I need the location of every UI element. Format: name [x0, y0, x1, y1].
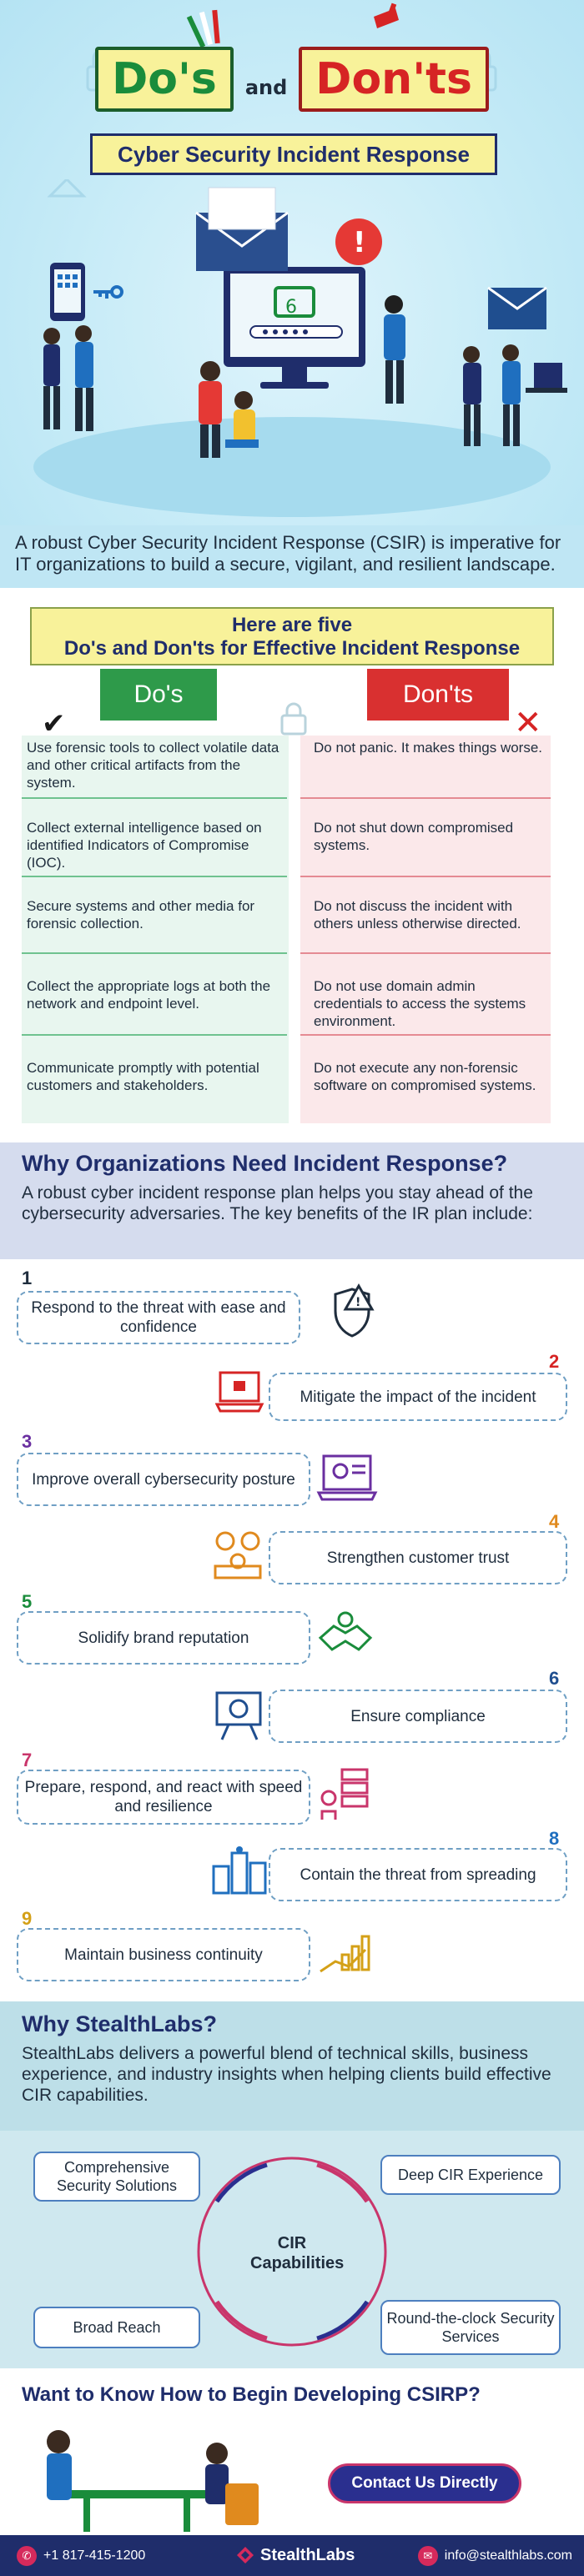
phone-number: +1 817-415-1200: [43, 2548, 146, 2563]
benefit-box: Mitigate the impact of the incident: [269, 1373, 567, 1421]
footer-phone[interactable]: ✆ +1 817-415-1200: [17, 2545, 145, 2567]
checkmark-icon: ✔: [42, 708, 66, 740]
footer: ✆ +1 817-415-1200 StealthLabs ✉ info@ste…: [0, 2535, 584, 2576]
benefit-box: Respond to the threat with ease and conf…: [17, 1291, 300, 1344]
capability-box: Round-the-clock Security Services: [380, 2300, 561, 2355]
donts-item: Do not use domain admin credentials to a…: [300, 974, 551, 1036]
why-sl-title: Why StealthLabs?: [22, 2011, 218, 2036]
email-address: info@stealthlabs.com: [444, 2548, 572, 2563]
why-incident-response-section: Why Organizations Need Incident Response…: [0, 1142, 584, 1993]
benefit-box: Maintain business continuity: [17, 1928, 310, 1981]
five-heading-line1: Here are five: [231, 614, 353, 636]
handshake-icon: [318, 1611, 373, 1651]
why-ir-title: Why Organizations Need Incident Response…: [22, 1151, 508, 1176]
donts-list: Do not panic. It makes things worse. Do …: [300, 736, 551, 1123]
dos-header: Do's: [100, 669, 217, 721]
five-tips-heading: Here are five Do's and Don'ts for Effect…: [30, 607, 554, 665]
why-sl-description: StealthLabs delivers a powerful blend of…: [22, 2044, 551, 2105]
hero-illustration: 6 !: [33, 179, 567, 517]
svg-text:!: !: [353, 226, 366, 259]
hero-section: Do's and Don'ts Cyber Security Incident …: [0, 0, 584, 525]
logo-text: StealthLabs: [260, 2545, 355, 2564]
dos-item: Use forensic tools to collect volatile d…: [22, 736, 287, 799]
benefit-number: 5: [22, 1591, 33, 1612]
capability-box: Deep CIR Experience: [380, 2155, 561, 2195]
five-heading-line2: Do's and Don'ts for Effective Incident R…: [63, 637, 521, 660]
benefit-box: Contain the threat from spreading: [269, 1848, 567, 1901]
dos-item: Collect external intelligence based on i…: [22, 816, 287, 877]
security-profile-icon: [316, 1454, 378, 1501]
business-growth-icon: [320, 1935, 370, 1973]
lock-icon: [280, 702, 307, 736]
dos-title: Do's: [95, 47, 234, 112]
benefit-box: Strengthen customer trust: [269, 1531, 567, 1584]
donts-item: Do not execute any non-forensic software…: [314, 1060, 536, 1093]
donts-header: Don'ts: [367, 669, 509, 721]
capability-box: Broad Reach: [33, 2307, 200, 2348]
why-ir-header-band: [0, 1142, 584, 1259]
dos-item: Secure systems and other media for foren…: [22, 894, 287, 954]
people-illustrations: [43, 295, 567, 458]
benefit-number: 8: [549, 1828, 560, 1849]
benefit-box: Improve overall cybersecurity posture: [17, 1453, 310, 1506]
capability-box: Comprehensive Security Solutions: [33, 2152, 200, 2202]
cir-capabilities-diagram: CIR Capabilities Comprehensive Security …: [0, 2135, 584, 2368]
customer-trust-icon: [214, 1531, 262, 1579]
email-icon: ✉: [417, 2546, 438, 2566]
title-row: Do's and Don'ts: [0, 42, 584, 117]
cta-section: Want to Know How to Begin Developing CSI…: [0, 2368, 584, 2535]
benefit-box: Ensure compliance: [269, 1690, 567, 1743]
contact-us-button[interactable]: Contact Us Directly: [328, 2463, 521, 2503]
svg-text:6: 6: [285, 297, 297, 318]
and-word: and: [244, 76, 288, 99]
why-ir-description: A robust cyber incident response plan he…: [22, 1183, 533, 1223]
shield-warning-icon: !: [334, 1283, 375, 1338]
benefit-number: 6: [549, 1668, 560, 1689]
dos-donts-section: Do's Don'ts ✔ ✕ Use forensic tools to co…: [0, 667, 584, 1134]
phone-icon: ✆: [17, 2546, 37, 2566]
contain-threat-icon: [212, 1846, 267, 1895]
dos-list: Use forensic tools to collect volatile d…: [22, 736, 289, 1123]
benefit-box: Prepare, respond, and react with speed a…: [17, 1770, 310, 1825]
benefit-number: 3: [22, 1431, 33, 1452]
benefit-box: Solidify brand reputation: [17, 1611, 310, 1665]
benefit-number: 4: [549, 1511, 560, 1532]
cir-ring-graphic: [197, 2157, 387, 2347]
dos-item: Communicate promptly with potential cust…: [27, 1060, 259, 1093]
compliance-board-icon: [215, 1691, 262, 1740]
benefit-number: 9: [22, 1908, 33, 1929]
why-stealthlabs-section: Why StealthLabs? StealthLabs delivers a …: [0, 2001, 584, 2368]
dos-item: Collect the appropriate logs at both the…: [22, 974, 287, 1036]
donts-item: Do not panic. It makes things worse.: [300, 736, 551, 799]
laptop-lock-icon: [215, 1371, 264, 1413]
donts-title: Don'ts: [299, 47, 489, 112]
intro-text: A robust Cyber Security Incident Respons…: [0, 525, 584, 588]
cross-icon: ✕: [514, 705, 542, 741]
benefit-number: 1: [22, 1268, 33, 1288]
page-subtitle: Cyber Security Incident Response: [90, 133, 497, 175]
cta-title: Want to Know How to Begin Developing CSI…: [22, 2383, 481, 2406]
network-servers-icon: [320, 1768, 369, 1820]
donts-item: Do not discuss the incident with others …: [300, 894, 551, 954]
cir-center-label: CIR Capabilities: [250, 2234, 345, 2272]
svg-text:!: !: [355, 1296, 360, 1309]
meeting-illustration: [47, 2430, 259, 2532]
footer-email[interactable]: ✉ info@stealthlabs.com: [417, 2545, 572, 2567]
why-sl-header-band: [0, 2001, 584, 2131]
stealthlabs-logo-icon: [237, 2547, 254, 2563]
donts-item: Do not shut down compromised systems.: [300, 816, 551, 877]
footer-logo: StealthLabs: [235, 2545, 355, 2565]
benefit-number: 7: [22, 1750, 33, 1770]
benefit-number: 2: [549, 1351, 560, 1372]
